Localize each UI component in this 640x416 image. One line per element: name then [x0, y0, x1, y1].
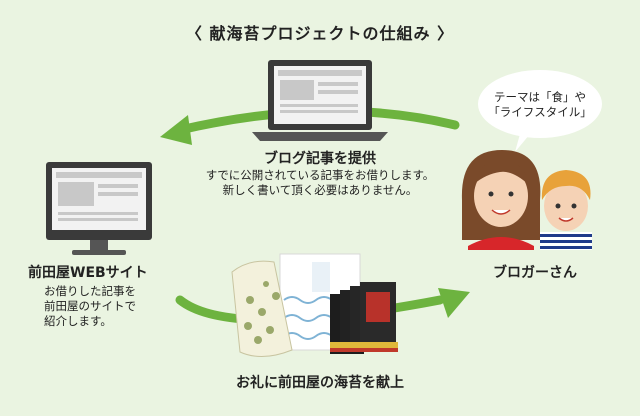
website-desc-line-1: お借りした記事を	[44, 284, 136, 298]
page-title: 〈 献海苔プロジェクトの仕組み 〉	[185, 24, 455, 43]
nori-products-illustration	[231, 253, 398, 357]
blogger-caption: ブロガーさん	[493, 265, 577, 281]
website-description: お借りした記事を 前田屋のサイトで 紹介します。	[44, 284, 174, 329]
bubble-line-2: 「ライフスタイル」	[488, 105, 592, 119]
boy-illustration	[540, 170, 592, 250]
arrow-head-left	[160, 115, 192, 145]
blog-desc-line-1: すでに公開されている記事をお借りします。	[205, 168, 435, 182]
website-desc-line-3: 紹介します。	[44, 314, 112, 328]
blog-description: すでに公開されている記事をお借りします。 新しく書いて頂く必要はありません。	[170, 168, 470, 198]
blog-desc-line-2: 新しく書いて頂く必要はありません。	[222, 183, 418, 197]
bubble-text: テーマは「食」や 「ライフスタイル」	[478, 90, 602, 120]
website-caption: 前田屋WEBサイト	[28, 265, 148, 281]
laptop-illustration	[252, 60, 388, 141]
speech-bubble	[478, 70, 602, 152]
gift-caption: お礼に前田屋の海苔を献上	[236, 375, 404, 391]
monitor-illustration	[46, 162, 152, 255]
arrow-head-right	[438, 288, 470, 318]
website-desc-line-2: 前田屋のサイトで	[44, 299, 136, 313]
blog-caption: ブログ記事を提供	[264, 151, 376, 167]
woman-illustration	[461, 150, 541, 250]
bubble-line-1: テーマは「食」や	[494, 90, 586, 104]
